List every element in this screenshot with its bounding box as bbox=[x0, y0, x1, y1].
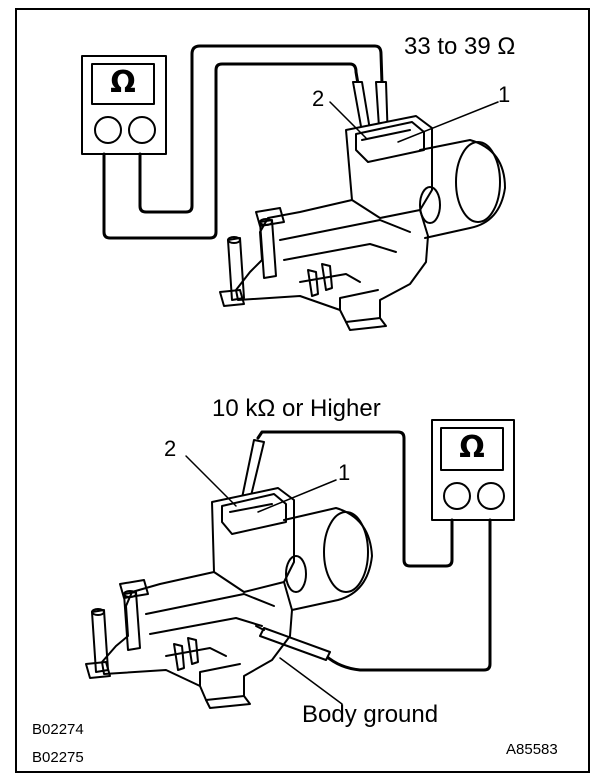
ohm-symbol-bottom: Ω bbox=[459, 430, 485, 465]
leader-lines-bottom bbox=[185, 455, 343, 705]
terminal-label-2-bottom: 2 bbox=[164, 436, 177, 461]
vsv-top bbox=[219, 115, 506, 331]
test-leads-bottom bbox=[256, 430, 492, 672]
bottom-reading-label: 10 kΩ or Higher bbox=[212, 395, 381, 422]
figure-code-2: B02275 bbox=[32, 749, 84, 766]
terminal-label-1-bottom: 1 bbox=[338, 460, 351, 485]
test-leads-top bbox=[102, 44, 384, 240]
terminal-label-2-top: 2 bbox=[312, 86, 325, 111]
top-reading-label: 33 to 39 Ω bbox=[404, 33, 516, 60]
vsv-bottom bbox=[85, 487, 373, 709]
leader-lines-top bbox=[329, 101, 499, 143]
ohm-symbol-top: Ω bbox=[110, 65, 136, 100]
ohmmeter-top bbox=[81, 55, 167, 155]
ohmmeter-bottom bbox=[431, 419, 515, 521]
body-ground-label: Body ground bbox=[302, 701, 439, 728]
figure-code-3: A85583 bbox=[506, 741, 558, 758]
figure-code-1: B02274 bbox=[32, 721, 84, 738]
terminal-label-1-top: 1 bbox=[498, 82, 511, 107]
